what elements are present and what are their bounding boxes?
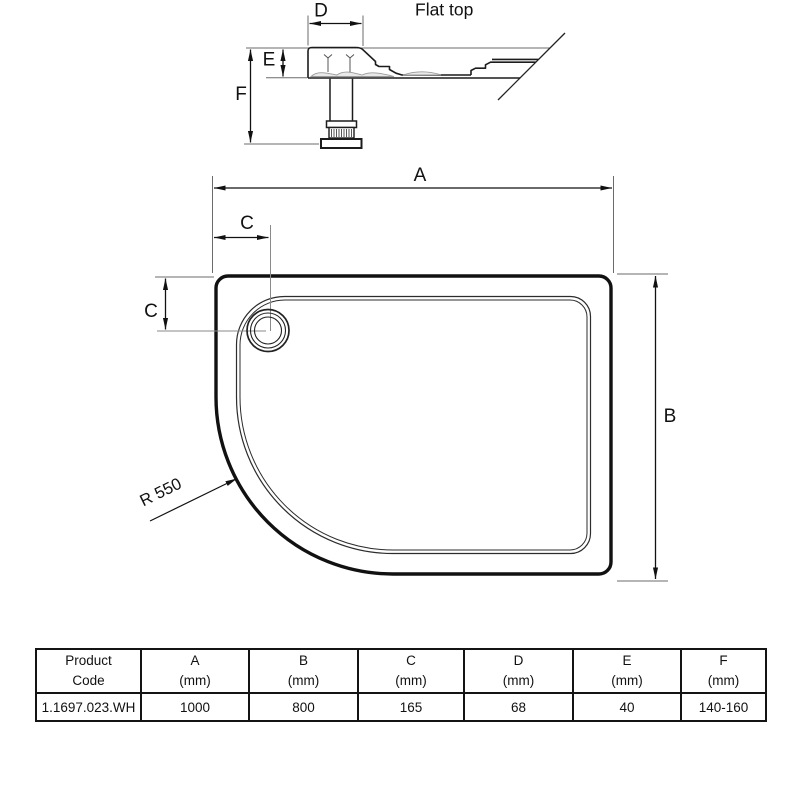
header-b-mm: B (mm) xyxy=(248,648,359,694)
flat-top-label: Flat top xyxy=(415,0,473,20)
dimension-a: A xyxy=(212,165,614,273)
dimension-d: D xyxy=(307,1,364,46)
dim-c-top-label: C xyxy=(240,213,254,234)
leg-foot xyxy=(320,138,363,149)
tray-section-ribs xyxy=(323,54,355,72)
header-a-mm: A (mm) xyxy=(140,648,250,694)
header-e-mm: E (mm) xyxy=(572,648,682,694)
header-f-mm: F (mm) xyxy=(680,648,767,694)
spec-table: Product Code A (mm) B (mm) C (mm) D (m xyxy=(35,648,767,722)
dimension-c-top: C xyxy=(213,213,269,241)
tray-section-outline xyxy=(307,46,539,79)
drain-waste-circles xyxy=(246,308,290,353)
dim-f-label: F xyxy=(235,84,247,105)
cell-product-code: 1.1697.023.WH xyxy=(35,692,142,722)
header-c-mm: C (mm) xyxy=(357,648,465,694)
dimension-e: E xyxy=(263,49,307,79)
radius-label: R 550 xyxy=(137,475,184,510)
section-break-line xyxy=(497,32,566,101)
dim-b-label: B xyxy=(664,406,677,427)
cell-c-value: 165 xyxy=(357,692,465,722)
radius-callout: R 550 xyxy=(137,475,238,522)
radius-leader-arrow xyxy=(149,477,238,522)
leg-thread-hatching xyxy=(331,129,352,137)
leg-collar xyxy=(325,120,358,129)
leg-assembly xyxy=(320,78,363,149)
dimension-c-left: C xyxy=(144,276,214,330)
cell-d-value: 68 xyxy=(463,692,574,722)
header-product-code: Product Code xyxy=(35,648,142,694)
spec-table-header-row: Product Code A (mm) B (mm) C (mm) D (m xyxy=(35,648,767,694)
tray-outline xyxy=(214,274,613,576)
tray-section-rib-moulding xyxy=(309,71,442,77)
leg-shaft xyxy=(329,78,354,121)
tray-inner-outline-2 xyxy=(239,299,588,551)
dimension-b: B xyxy=(617,273,677,582)
cell-f-value: 140-160 xyxy=(680,692,767,722)
cell-e-value: 40 xyxy=(572,692,682,722)
profile-view: D Flat top E F xyxy=(235,0,566,149)
tray-inner-outline-1 xyxy=(235,295,592,555)
cell-a-value: 1000 xyxy=(140,692,250,722)
technical-drawing: D Flat top E F xyxy=(137,0,677,582)
header-d-mm: D (mm) xyxy=(463,648,574,694)
plan-view: A C C B R 550 xyxy=(137,165,677,582)
dim-e-label: E xyxy=(263,50,276,71)
dimension-f: F xyxy=(235,49,319,145)
dim-a-label: A xyxy=(414,165,427,186)
cell-b-value: 800 xyxy=(248,692,359,722)
dim-d-label: D xyxy=(314,1,328,22)
spec-table-data-row: 1.1697.023.WH 1000 800 165 68 40 140-160 xyxy=(35,692,767,722)
dim-c-left-label: C xyxy=(144,301,158,322)
